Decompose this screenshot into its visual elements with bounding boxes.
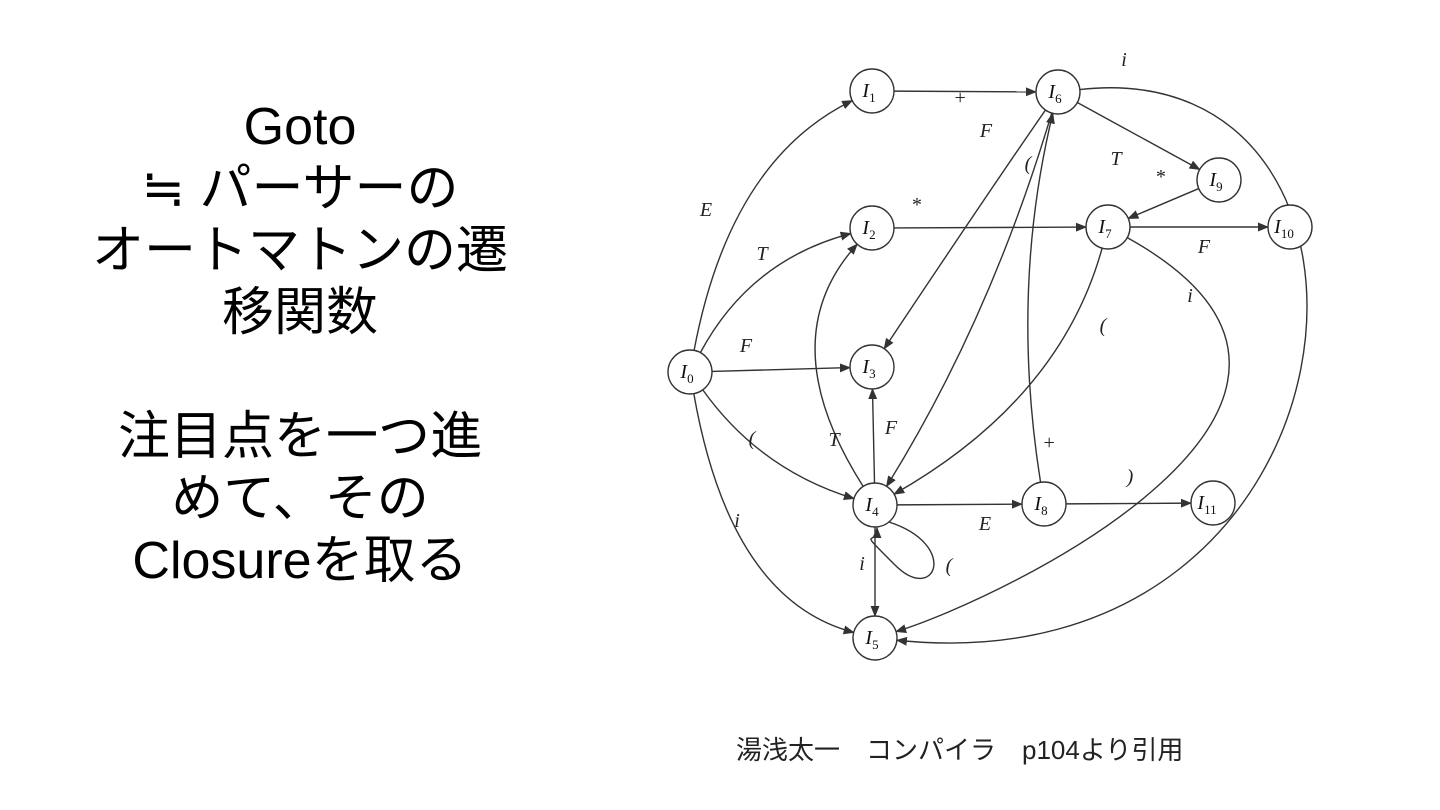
node-label: I7 xyxy=(1097,216,1112,241)
node-i4: I4 xyxy=(852,482,898,528)
edge-i0-i5 xyxy=(693,393,855,635)
edge-label-i0-i1: E xyxy=(699,199,712,221)
node-circle xyxy=(852,615,898,661)
edge-i6-i5 xyxy=(895,87,1308,646)
node-label: I5 xyxy=(864,627,878,652)
edge-i0-i3 xyxy=(711,363,852,373)
edge-i0-i2 xyxy=(699,231,852,353)
edge-i8-i6 xyxy=(1027,112,1055,483)
node-i7: I7 xyxy=(1085,204,1131,250)
edge-i1-i6 xyxy=(893,87,1038,97)
edge-label-i4-i4: ( xyxy=(946,555,954,577)
slide-text: Goto ≒ パーサーの オートマトンの遷 移関数 注目点を一つ進 めて、その … xyxy=(40,96,560,592)
node-circle xyxy=(1196,157,1242,203)
node-label: I8 xyxy=(1033,493,1047,518)
edge-label-i2-i7: * xyxy=(911,194,921,216)
edge-i4-i3 xyxy=(868,387,878,484)
edge-i4-i2 xyxy=(814,243,864,487)
spacer xyxy=(40,344,560,406)
node-circle xyxy=(849,68,895,114)
node-label: I3 xyxy=(861,356,875,381)
node-circle xyxy=(1035,69,1081,115)
edge-label-i7-i5: i xyxy=(1187,285,1193,307)
body-line-3: Closureを取る xyxy=(132,532,468,590)
node-circle xyxy=(849,344,895,390)
edge-i0-i1 xyxy=(693,99,854,351)
edge-i2-i7 xyxy=(893,222,1088,232)
node-i5: I5 xyxy=(852,615,898,661)
node-i10: I10 xyxy=(1267,204,1313,250)
edge-label-i6-i9: T xyxy=(1110,148,1123,170)
node-i8: I8 xyxy=(1021,481,1067,527)
node-circle xyxy=(1021,481,1067,527)
node-label: I11 xyxy=(1196,492,1216,517)
edge-label-i4-i5: i xyxy=(859,553,865,575)
edge-i4-i8 xyxy=(896,499,1024,509)
body-line-1: 注目点を一つ進 xyxy=(117,408,482,466)
edge-label-i6-i4: ( xyxy=(1025,153,1033,175)
edge-label-i4-i2: T xyxy=(828,429,841,451)
node-circle xyxy=(849,205,895,251)
edge-label-i4-i3: F xyxy=(884,417,898,439)
edge-label-i0-i2: T xyxy=(756,243,769,265)
node-circle xyxy=(667,349,713,395)
edge-label-i9-i7: * xyxy=(1155,166,1165,188)
node-i1: I1 xyxy=(849,68,895,114)
node-circle xyxy=(852,482,898,528)
edge-i7-i4 xyxy=(893,248,1103,495)
node-circle xyxy=(1085,204,1131,250)
node-i9: I9 xyxy=(1196,157,1242,203)
edge-label-i7-i10: F xyxy=(1197,236,1211,258)
edge-i6-i4 xyxy=(886,112,1053,488)
node-i6: I6 xyxy=(1035,69,1081,115)
edge-label-i6-i5: i xyxy=(1121,50,1127,71)
node-label: I4 xyxy=(864,494,879,519)
citation-caption: 湯浅太一 コンパイラ p104より引用 xyxy=(736,735,1184,765)
node-i3: I3 xyxy=(849,344,895,390)
edge-i8-i11 xyxy=(1065,498,1193,508)
edge-label-i8-i11: ) xyxy=(1126,466,1134,488)
title-line-1: Goto xyxy=(243,98,357,156)
node-label: I1 xyxy=(861,80,875,105)
node-circle xyxy=(1190,480,1236,526)
edge-i6-i9 xyxy=(1076,101,1201,171)
edge-i4-i4 xyxy=(870,521,935,579)
edge-i9-i7 xyxy=(1127,187,1200,220)
edge-label-i0-i3: F xyxy=(739,335,753,357)
node-circle xyxy=(1267,204,1313,250)
edge-i6-i3 xyxy=(883,109,1047,350)
edge-label-i4-i8: E xyxy=(978,513,991,535)
node-label: I2 xyxy=(861,217,875,242)
edge-label-i8-i6: + xyxy=(1042,432,1056,454)
node-i2: I2 xyxy=(849,205,895,251)
body-line-2: めて、その xyxy=(171,470,429,528)
edge-label-i0-i4: ( xyxy=(749,428,757,450)
title-line-3: オートマトンの遷 xyxy=(91,222,508,280)
edge-i0-i4 xyxy=(702,389,856,500)
edge-i7-i5 xyxy=(894,237,1230,633)
edge-label-i1-i6: + xyxy=(953,87,967,109)
title-line-2: ≒ パーサーの xyxy=(141,160,459,218)
node-i0: I0 xyxy=(667,349,713,395)
node-label: I6 xyxy=(1047,81,1062,106)
node-i11: I11 xyxy=(1190,480,1236,526)
node-label: I9 xyxy=(1208,169,1222,194)
node-label: I0 xyxy=(679,361,693,386)
node-label: I10 xyxy=(1273,216,1294,241)
edge-label-i7-i4: ( xyxy=(1100,315,1108,337)
edge-label-i6-i3: F xyxy=(979,120,993,142)
title-line-4: 移関数 xyxy=(221,284,378,342)
edge-label-i0-i5: i xyxy=(734,510,740,532)
